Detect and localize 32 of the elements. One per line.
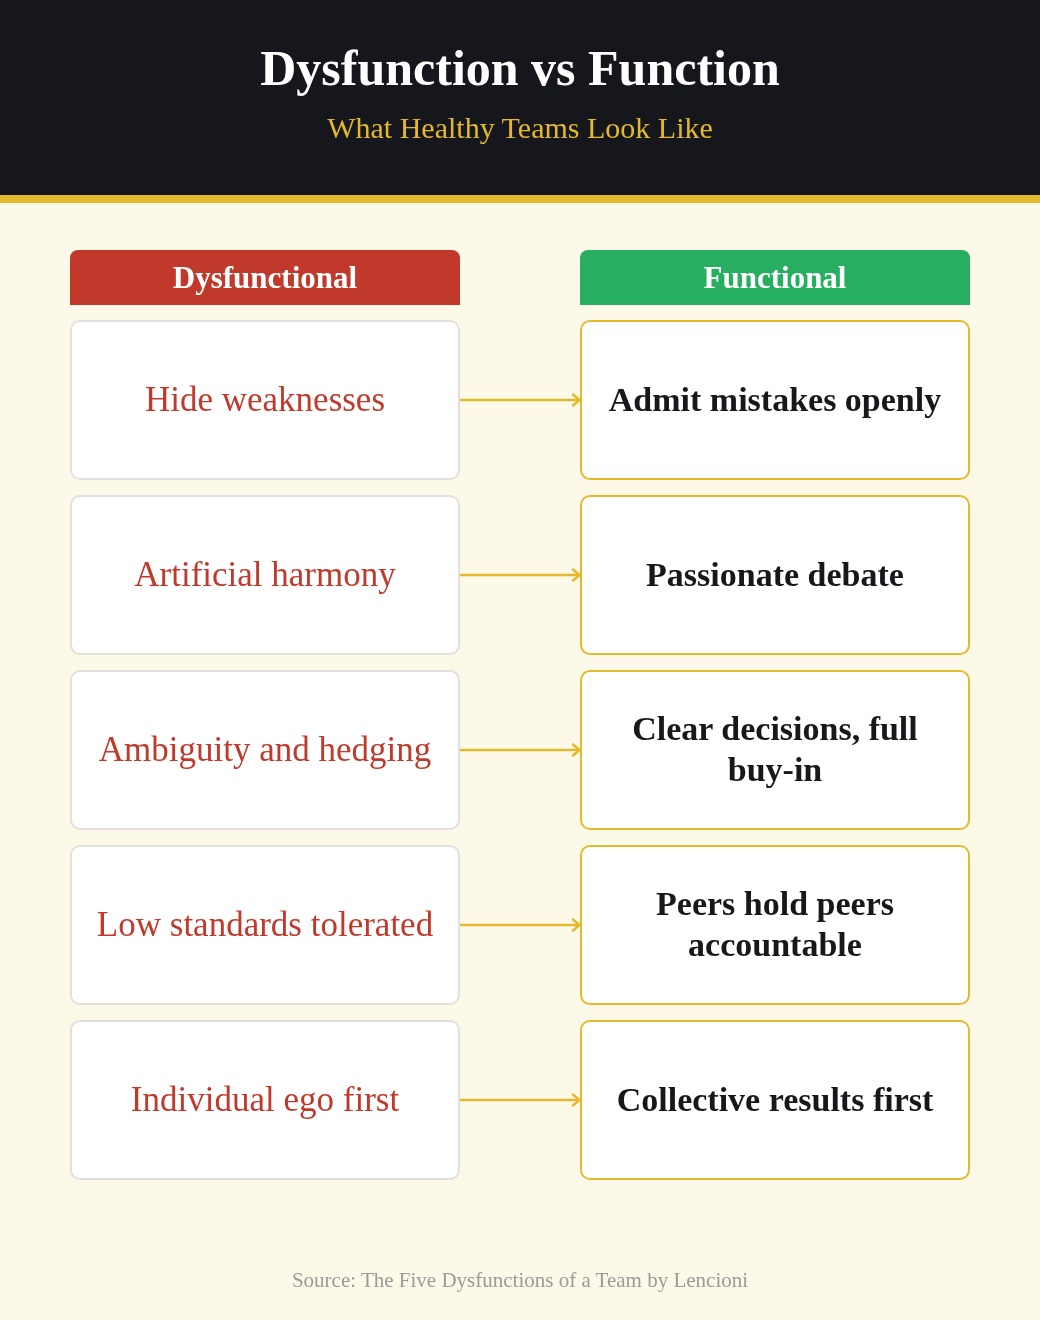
card xyxy=(580,670,970,830)
arrow xyxy=(460,918,581,932)
card-text: Individual ego first xyxy=(130,1079,400,1121)
column-header xyxy=(580,250,970,305)
card-text: Artificial harmony xyxy=(134,554,396,596)
card xyxy=(70,320,460,480)
card-text: Peers hold peers accountable xyxy=(655,884,895,965)
arrow xyxy=(460,743,581,757)
card xyxy=(580,495,970,655)
card xyxy=(580,845,970,1005)
card xyxy=(580,1020,970,1180)
arrow xyxy=(460,568,581,582)
card-text: Ambiguity and hedging xyxy=(98,729,432,771)
title: Dysfunction vs Function xyxy=(260,39,780,98)
card-text: Collective results first xyxy=(616,1079,934,1120)
arrow xyxy=(460,393,581,407)
column-heading: Functional xyxy=(703,259,847,296)
card xyxy=(70,495,460,655)
card-text: Low standards tolerated xyxy=(96,904,434,946)
column-heading: Dysfunctional xyxy=(172,259,358,296)
subtitle: What Healthy Teams Look Like xyxy=(327,110,713,146)
card xyxy=(580,320,970,480)
source-note: Source: The Five Dysfunctions of a Team by Lencioni xyxy=(290,1268,750,1293)
card xyxy=(70,845,460,1005)
card-text: Passionate debate xyxy=(646,554,904,595)
card xyxy=(70,670,460,830)
card-text: Hide weaknesses xyxy=(144,379,386,421)
arrow xyxy=(460,1093,581,1107)
card xyxy=(70,1020,460,1180)
card-text: Clear decisions, full buy-in xyxy=(631,709,919,790)
column-header xyxy=(70,250,460,305)
card-text: Admit mistakes openly xyxy=(608,379,942,420)
